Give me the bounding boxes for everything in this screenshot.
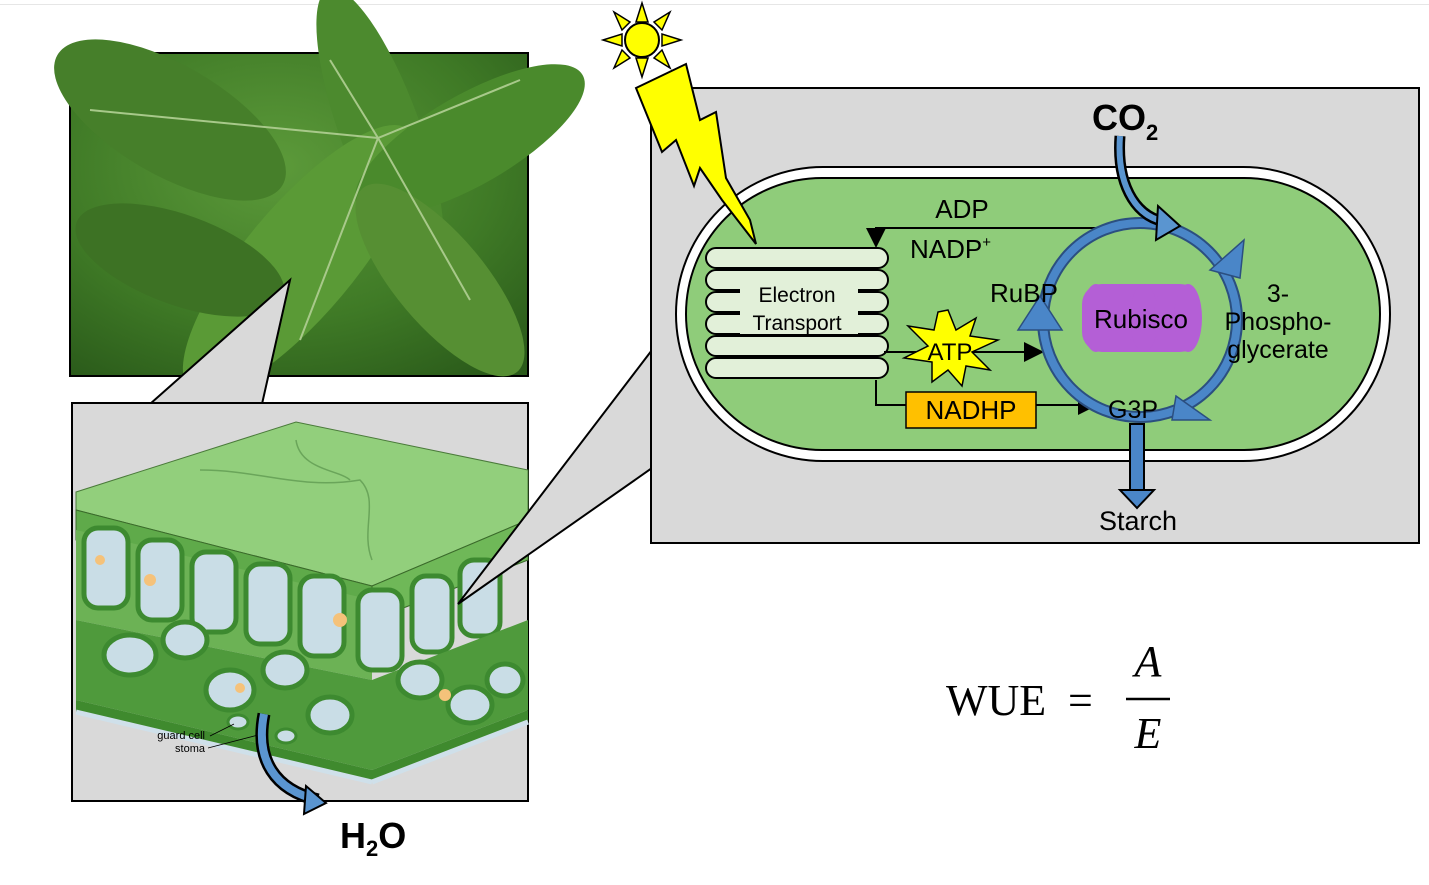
leaf-cross-section-panel [71,402,529,802]
thylakoid-stack [705,247,889,379]
palisade-cells [81,525,503,673]
guard-cell-label: guard cell [157,730,205,742]
co2-label: CO2 [1092,97,1158,145]
adp-return-arrow [866,227,1168,248]
co2-arrow-head [1154,203,1182,242]
nadp-label: NADP+ [910,234,991,264]
atp-burst [901,309,1001,388]
leaflet-shapes [54,0,585,395]
h2o-label: H2O [340,815,406,861]
starch-arrow-shaft [1129,423,1145,493]
equation-lhs: WUE [946,676,1046,725]
pga-label-2: Phospho- [1224,308,1331,336]
starch-label: Starch [1099,506,1177,536]
adp-label: ADP [935,194,988,224]
sun-icon [600,0,684,80]
rubisco-blob [1082,284,1202,352]
g3p-label: G3P [1108,396,1158,424]
pga-label-3: glycerate [1227,336,1328,364]
atp-label: ATP [928,339,973,366]
wue-equation: WUE = A E [946,637,1170,758]
rubisco-label: Rubisco [1094,304,1188,334]
spongy-cells [101,619,526,736]
leaf-photo [54,0,585,395]
nadhp-label: NADHP [925,395,1016,425]
electron-transport-label-2: Transport [752,312,841,335]
equation-denominator: E [1134,709,1162,758]
nadhp-box [905,391,1037,429]
pga-label-1: 3- [1267,280,1289,308]
rubp-label: RuBP [990,278,1058,308]
lightning-bolt-icon [634,62,757,245]
starch-arrow-head [1117,489,1157,510]
top-border [0,0,1429,5]
calvin-cycle [1016,217,1245,423]
stoma-label: stoma [175,743,206,755]
equation-equals: = [1068,676,1093,725]
electron-transport-label-1: Electron [758,284,835,307]
equation-numerator: A [1132,637,1163,686]
h2o-arrow-head [302,783,328,816]
